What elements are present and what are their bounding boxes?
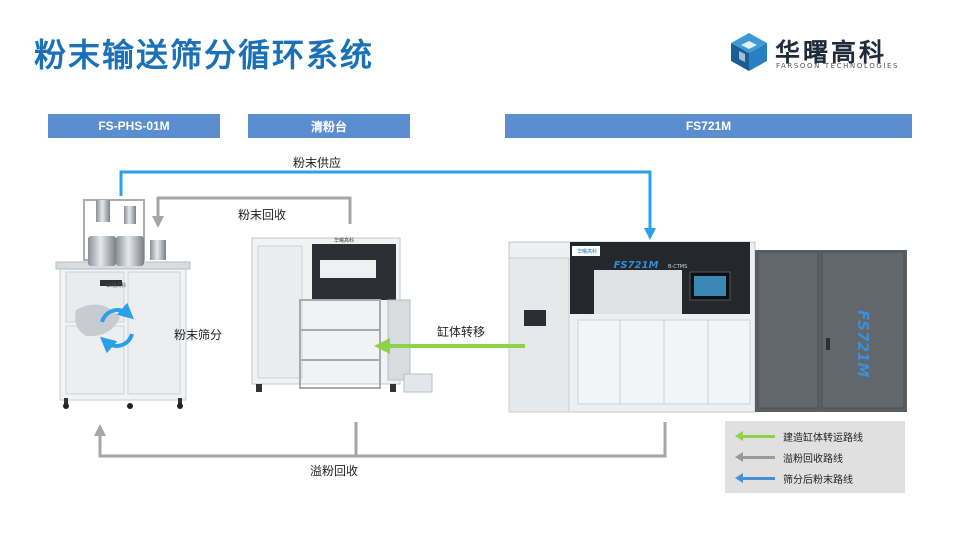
header-printer: FS721M xyxy=(505,114,912,138)
sieving-label: 粉末筛分 xyxy=(174,328,223,342)
sieve-station-machine xyxy=(55,199,191,409)
depowder-station-brand: 华曙高科 xyxy=(334,237,354,244)
supply-route xyxy=(119,170,656,240)
company-logo: 华曙高科 FARSOON TECHNOLOGIES xyxy=(728,31,918,73)
printer-model-side: FS721M xyxy=(854,310,872,377)
logo-cube-icon xyxy=(731,33,767,71)
recovery-route xyxy=(152,196,352,228)
sieve-station-brand: 华曙高科 xyxy=(106,282,126,289)
recovery-label: 粉末回收 xyxy=(238,208,287,222)
logo-text-en: FARSOON TECHNOLOGIES xyxy=(776,62,900,70)
legend-item-sieved: 筛分后粉末路线 xyxy=(725,471,905,486)
printer-model-sub: B-CTMS xyxy=(668,264,687,270)
legend-item-overflow: 溢粉回收路线 xyxy=(725,450,905,465)
legend-label: 溢粉回收路线 xyxy=(783,454,843,465)
overflow-route xyxy=(94,422,667,458)
legend: 建造缸体转运路线 溢粉回收路线 筛分后粉末路线 xyxy=(725,421,905,493)
printer-model-front: FS721M xyxy=(614,260,659,271)
header-sieve-station: FS-PHS-01M xyxy=(48,114,220,138)
legend-blue-line-icon xyxy=(739,477,775,480)
legend-green-arrow-icon xyxy=(735,431,743,441)
header-depowder-station: 清粉台 xyxy=(248,114,410,138)
depowder-station-machine xyxy=(251,237,433,393)
page-title: 粉末输送筛分循环系统 xyxy=(34,36,375,74)
printer-brand: 华曙高科 xyxy=(577,248,597,255)
sieve-cycle-icon xyxy=(99,302,135,354)
overflow-label: 溢粉回收 xyxy=(310,464,359,478)
legend-green-line-icon xyxy=(739,435,775,438)
legend-gray-line-icon xyxy=(739,456,775,459)
legend-label: 筛分后粉末路线 xyxy=(783,475,853,486)
logo-text-cn: 华曙高科 xyxy=(775,38,888,67)
legend-gray-arrow-icon xyxy=(735,452,743,462)
legend-item-transfer: 建造缸体转运路线 xyxy=(725,429,905,444)
legend-blue-arrow-icon xyxy=(735,473,743,483)
legend-label: 建造缸体转运路线 xyxy=(783,433,863,444)
supply-label: 粉末供应 xyxy=(293,156,342,170)
printer-machine xyxy=(508,241,907,413)
transfer-label: 缸体转移 xyxy=(437,325,486,339)
